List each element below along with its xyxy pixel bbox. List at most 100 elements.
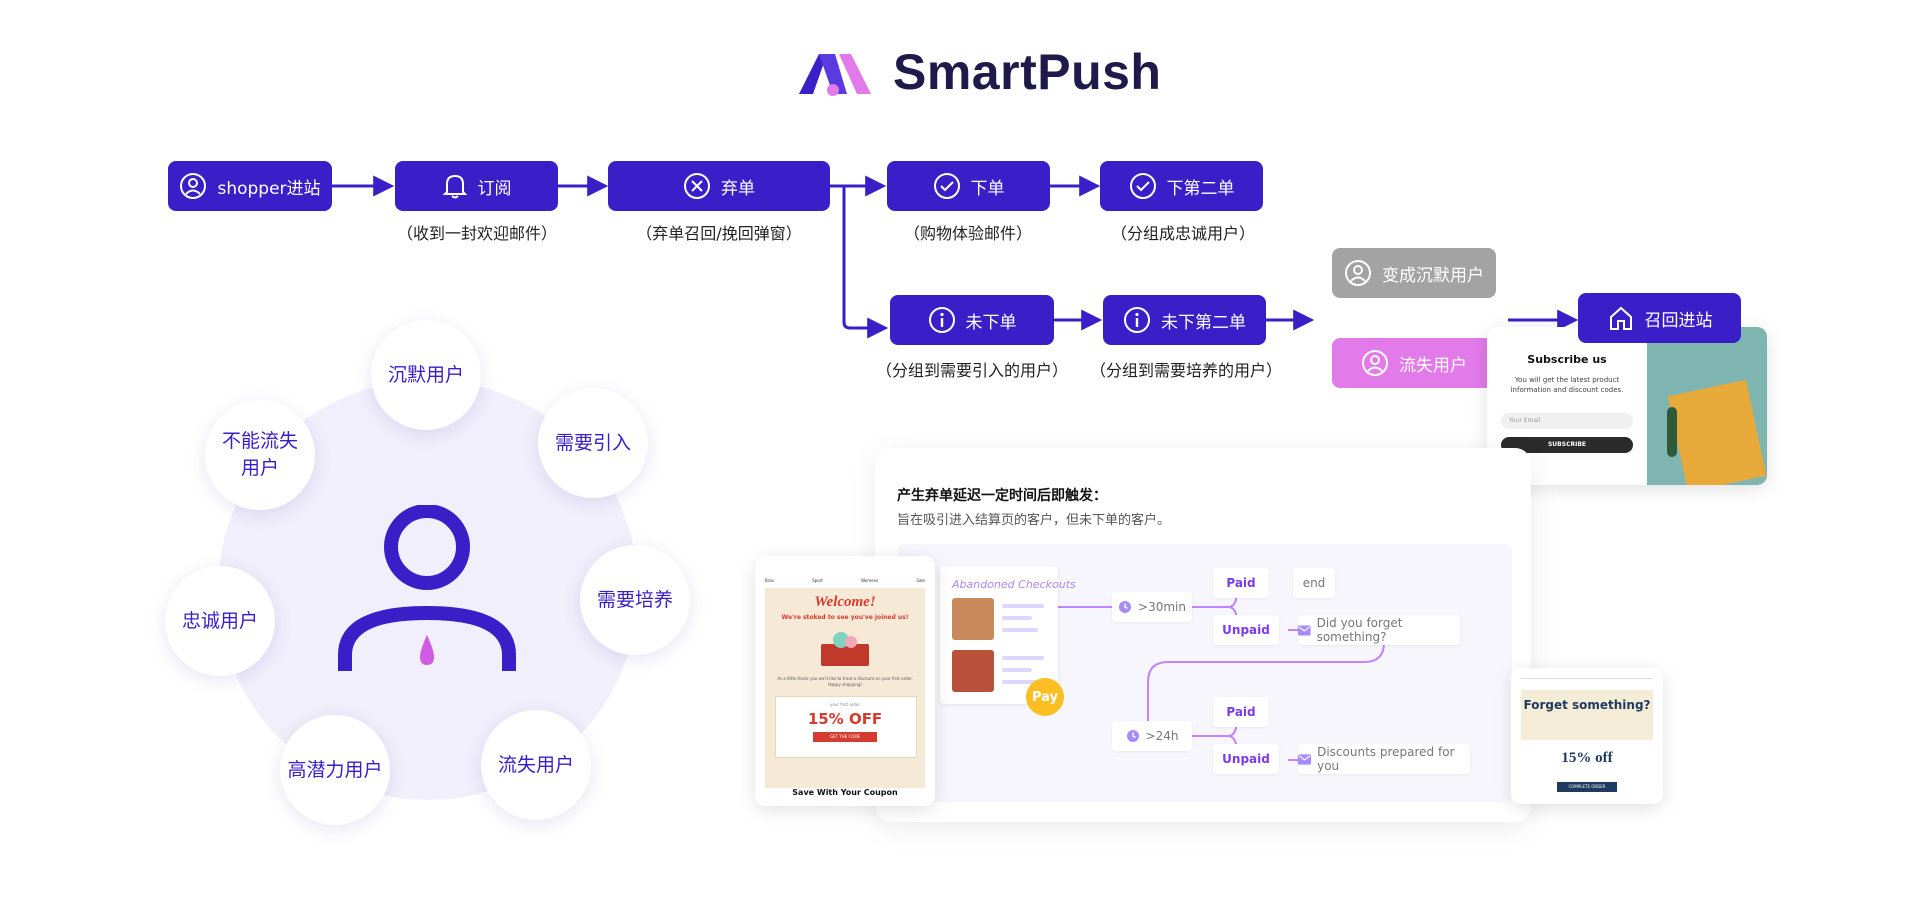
paid-chip: Paid [1213, 697, 1269, 727]
product-photo [952, 598, 994, 640]
placeholder-bar [1002, 616, 1032, 620]
check-circle-icon [1129, 173, 1156, 199]
node-label: 未下第二单 [1161, 312, 1246, 333]
popup-image [1647, 327, 1767, 485]
node-order: 下单 [887, 161, 1050, 211]
info-icon [1124, 307, 1150, 333]
reminder-banner [1521, 690, 1653, 740]
delay-label: >24h [1145, 729, 1179, 743]
node-no-order: 未下单 [890, 295, 1054, 345]
person-icon [338, 505, 516, 671]
placeholder-bar [1002, 628, 1038, 632]
segment-label: 用户 [240, 457, 279, 479]
paid-chip: Paid [1213, 568, 1269, 598]
segment-loyal: 忠诚用户 [165, 566, 275, 676]
email-step-1: Did you forget something? [1298, 615, 1460, 645]
segment-cannot-lose: 不能流失 用户 [205, 400, 315, 510]
clock-icon [1126, 730, 1139, 742]
mail-icon [1298, 753, 1312, 765]
node-shopper-enter: shopper进站 [168, 161, 332, 211]
segment-need-nurture: 需要培养 [580, 545, 690, 655]
popup-body: You will get the latest product informat… [1510, 376, 1624, 394]
coupon-box [775, 696, 917, 758]
node-silent: 变成沉默用户 [1332, 248, 1496, 298]
popup-email-input[interactable]: Your Email [1501, 413, 1633, 429]
node-label: 下第二单 [1166, 178, 1235, 199]
email-nav-item: Bras [765, 578, 774, 583]
coupon-button[interactable]: GET THE CODE [813, 732, 877, 742]
pay-badge: Pay [1026, 678, 1064, 716]
email-nav-item: Sport [812, 578, 823, 583]
email-heading: Welcome! [814, 594, 876, 610]
unpaid-chip: Unpaid [1213, 744, 1279, 774]
email-nav: Bras Sport Womens Sale [765, 578, 925, 583]
email-text: As a little thank you we'd like to treat… [777, 676, 913, 687]
home-icon [1609, 306, 1632, 330]
node-abandon: 弃单 [608, 161, 830, 211]
email-step-label: Did you forget something? [1316, 616, 1403, 644]
reminder-button[interactable]: COMPLETE ORDER [1557, 782, 1617, 792]
check-circle-icon [933, 173, 960, 199]
mail-icon [1298, 625, 1311, 635]
node-recall: 召回进站 [1578, 293, 1741, 343]
user-icon [180, 173, 207, 199]
node-label: 订阅 [477, 178, 512, 199]
gift-illustration [815, 630, 875, 666]
email-footer: Save With Your Coupon [792, 788, 898, 797]
placeholder-bar [1002, 668, 1032, 672]
placeholder-bar [1002, 604, 1044, 608]
email-step-2: Discounts prepared for you [1298, 744, 1470, 774]
end-chip: end [1293, 568, 1335, 598]
logo-text: SmartPush [893, 44, 1162, 100]
node-second-order: 下第二单 [1100, 161, 1263, 211]
email-subheading: We're stoked to see you've joined us! [781, 614, 909, 621]
automation-title: 产生弃单延迟一定时间后即触发： [897, 488, 1107, 504]
node-no-second-order: 未下第二单 [1103, 295, 1266, 345]
segment-churn: 流失用户 [481, 710, 591, 820]
abandoned-checkouts-label: Abandoned Checkouts [952, 578, 1076, 591]
no-order-caption: （分组到需要引入的用户） [875, 361, 1068, 380]
welcome-email-card: Bras Sport Womens Sale Welcome! We're st… [755, 556, 935, 806]
product-photo [952, 650, 994, 692]
no-second-caption: （分组到需要培养的用户） [1089, 361, 1282, 380]
popup-title: Subscribe us [1527, 353, 1607, 366]
node-label: shopper进站 [217, 178, 321, 199]
reminder-discount: 15% off [1561, 750, 1613, 766]
node-label: 未下单 [965, 312, 1017, 333]
user-icon [1362, 350, 1388, 376]
clock-icon [1119, 601, 1132, 613]
coupon-small: your first order [829, 702, 861, 707]
placeholder-bar [1002, 680, 1038, 684]
segment-high-potential: 高潜力用户 [280, 715, 390, 825]
node-subscribe: 订阅 [395, 161, 558, 211]
delay-label: >30min [1138, 600, 1186, 614]
subscribe-caption: （收到一封欢迎邮件） [396, 224, 557, 243]
coupon-discount: 15% OFF [807, 710, 883, 728]
email-nav-item: Sale [916, 578, 925, 583]
email-step-label: Discounts prepared for you [1317, 745, 1455, 773]
segment-label: 不能流失 [221, 430, 298, 452]
info-icon [928, 307, 955, 333]
delay-30min: >30min [1112, 592, 1192, 622]
user-icon [1345, 260, 1371, 286]
node-label: 下单 [970, 178, 1005, 199]
delay-24h: >24h [1112, 721, 1192, 751]
popup-subscribe-button[interactable]: SUBSCRIBE [1501, 437, 1633, 453]
reminder-heading: Forget something? [1523, 698, 1651, 712]
logo: SmartPush [795, 42, 1161, 102]
close-circle-icon [684, 173, 710, 199]
order-caption: （购物体验邮件） [903, 224, 1032, 243]
bell-icon [442, 174, 467, 199]
node-label: 召回进站 [1644, 310, 1713, 331]
node-label: 流失用户 [1399, 355, 1467, 376]
second-order-caption: （分组成忠诚用户） [1110, 224, 1255, 243]
segment-need-intro: 需要引入 [538, 388, 648, 498]
unpaid-chip: Unpaid [1213, 615, 1279, 645]
abandon-caption: （弃单召回/挽回弹窗） [636, 224, 802, 243]
smartpush-logo-icon [799, 54, 871, 96]
placeholder-bar [1002, 656, 1044, 660]
reminder-email-card: Forget something? 15% off COMPLETE ORDER [1511, 668, 1663, 804]
node-lost: 流失用户 [1332, 338, 1496, 388]
node-label: 变成沉默用户 [1382, 265, 1484, 286]
